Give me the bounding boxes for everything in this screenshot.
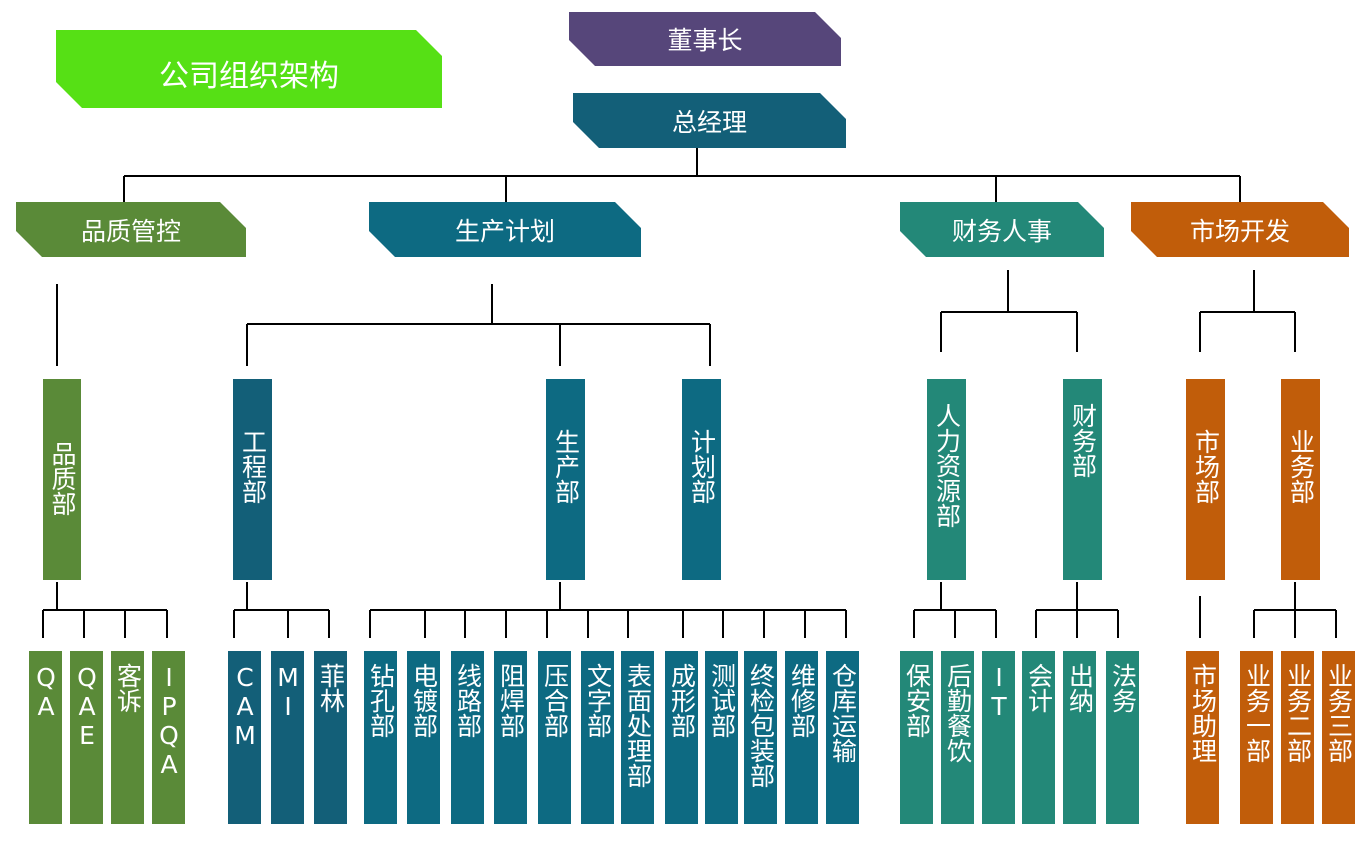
dept-business: 业务部 (1281, 379, 1320, 580)
division-market: 市场开发 (1131, 202, 1349, 257)
unit-ipqa: IPQA (152, 651, 185, 824)
general-manager-node: 总经理 (573, 93, 846, 148)
unit-warehouse: 仓库运输 (826, 651, 859, 824)
dept-engineering: 工程部 (233, 379, 272, 580)
chairman-node: 董事长 (569, 12, 841, 66)
dept-finance: 财务部 (1063, 379, 1102, 580)
unit-market-assistant: 市场助理 (1186, 651, 1219, 824)
unit-accounting: 会计 (1022, 651, 1055, 824)
dept-hr: 人力资源部 (927, 379, 966, 580)
dept-quality: 品质部 (43, 379, 81, 580)
unit-lamination: 压合部 (538, 651, 571, 824)
unit-business-1: 业务一部 (1240, 651, 1273, 824)
dept-market: 市场部 (1186, 379, 1225, 580)
unit-forming: 成形部 (665, 651, 698, 824)
unit-business-3: 业务三部 (1322, 651, 1355, 824)
unit-soldermask: 阻焊部 (494, 651, 527, 824)
unit-qae: QAE (70, 651, 103, 824)
unit-legal: 法务 (1106, 651, 1139, 824)
division-production: 生产计划 (369, 202, 641, 257)
unit-maintenance: 维修部 (785, 651, 818, 824)
unit-silkscreen: 文字部 (581, 651, 614, 824)
dept-production: 生产部 (546, 379, 585, 580)
unit-final-inspection: 终检包装部 (744, 651, 777, 824)
division-finance: 财务人事 (900, 202, 1104, 257)
unit-cashier: 出纳 (1063, 651, 1096, 824)
unit-testing: 测试部 (705, 651, 738, 824)
unit-film: 菲林 (314, 651, 347, 824)
unit-plating: 电镀部 (407, 651, 440, 824)
unit-it: IT (982, 651, 1015, 824)
unit-complaints: 客诉 (111, 651, 144, 824)
division-quality: 品质管控 (16, 202, 246, 257)
unit-cam: CAM (228, 651, 261, 824)
unit-surface-treatment: 表面处理部 (621, 651, 654, 824)
unit-business-2: 业务二部 (1281, 651, 1314, 824)
unit-logistics-catering: 后勤餐饮 (941, 651, 974, 824)
unit-drilling: 钻孔部 (364, 651, 397, 824)
dept-planning: 计划部 (682, 379, 721, 580)
unit-qa: QA (29, 651, 62, 824)
unit-security: 保安部 (900, 651, 933, 824)
unit-mi: MI (271, 651, 304, 824)
chart-title: 公司组织架构 (56, 30, 442, 108)
unit-circuit: 线路部 (451, 651, 484, 824)
